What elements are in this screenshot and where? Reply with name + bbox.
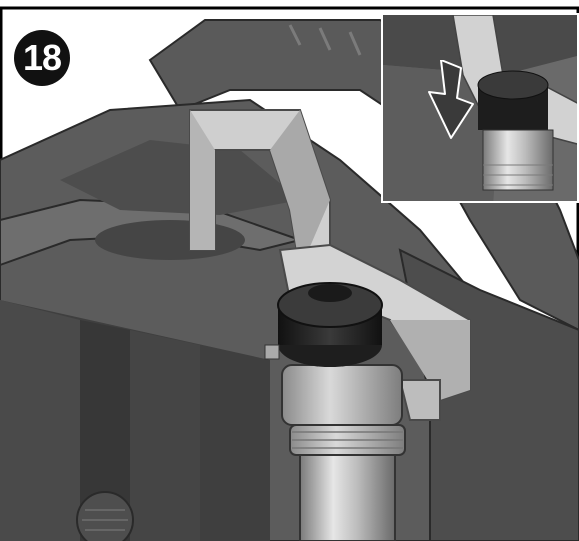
step-number-badge: 18 xyxy=(14,30,70,86)
detail-inset xyxy=(381,13,579,203)
press-down-arrow-icon xyxy=(428,60,474,139)
inset-illustration xyxy=(383,15,577,201)
